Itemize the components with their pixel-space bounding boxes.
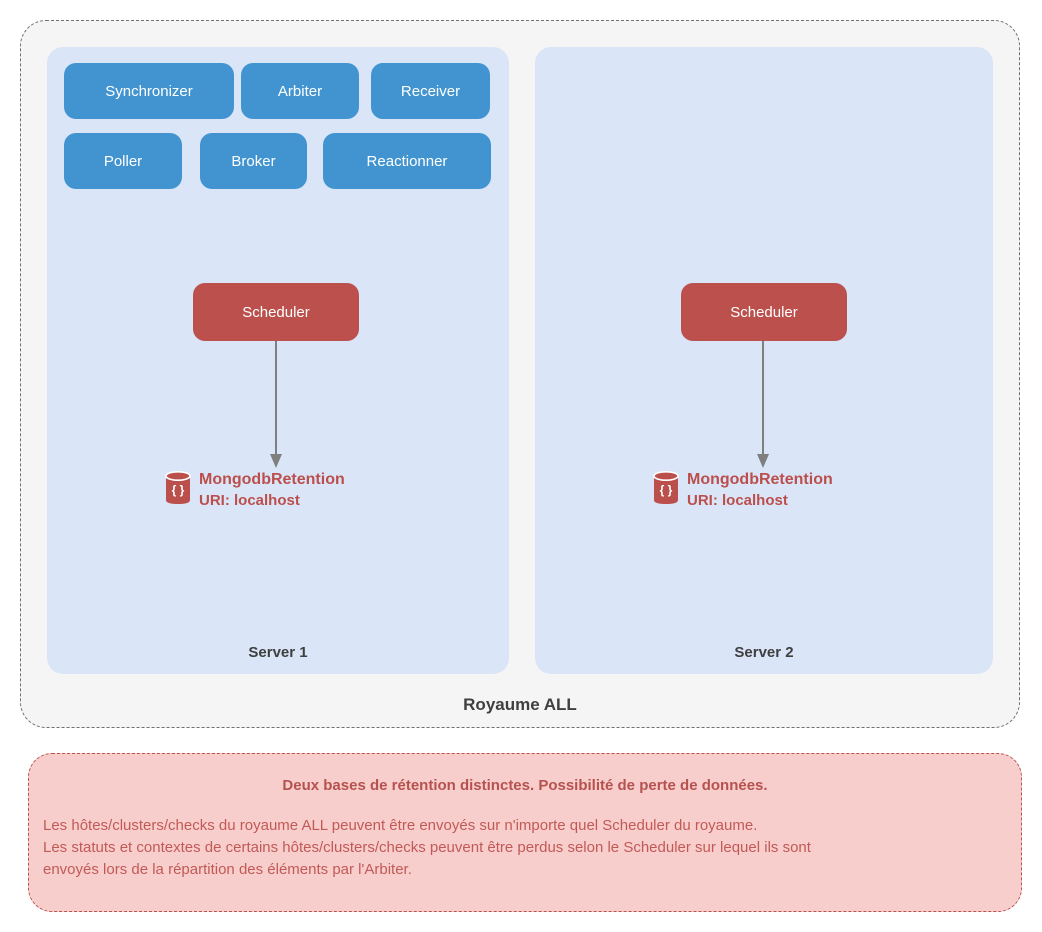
server-1-label: Server 1: [248, 644, 308, 661]
database-uri: URI: localhost: [199, 492, 300, 509]
node-poller: Poller: [64, 133, 182, 189]
arrow-down-icon: [757, 341, 769, 468]
node-scheduler-server1: Scheduler: [193, 283, 359, 341]
warning-body: Les hôtes/clusters/checks du royaume ALL…: [43, 815, 1007, 881]
node-synchronizer-label: Synchronizer: [105, 82, 193, 100]
database-uri: URI: localhost: [687, 492, 788, 509]
warning-title: Deux bases de rétention distinctes. Poss…: [282, 777, 768, 794]
database-label-block: MongodbRetention URI: localhost: [687, 469, 833, 511]
node-reactionner: Reactionner: [323, 133, 491, 189]
node-scheduler-server1-label: Scheduler: [242, 303, 310, 321]
node-reactionner-label: Reactionner: [366, 152, 448, 170]
database-name: MongodbRetention: [687, 471, 833, 488]
warning-body-line: Les statuts et contextes de certains hôt…: [43, 839, 811, 856]
node-receiver-label: Receiver: [400, 82, 461, 100]
database-icon: { }: [653, 471, 679, 504]
server-2-label: Server 2: [734, 644, 794, 661]
royaume-all-container: Synchronizer Arbiter Receiver Poller Bro…: [20, 20, 1020, 728]
node-scheduler-server2: Scheduler: [681, 283, 847, 341]
database-icon: { }: [165, 471, 191, 504]
arrow-down-icon: [270, 341, 282, 468]
warning-body-line: Les hôtes/clusters/checks du royaume ALL…: [43, 817, 758, 834]
node-receiver: Receiver: [371, 63, 490, 119]
server-1-panel: Synchronizer Arbiter Receiver Poller Bro…: [47, 47, 509, 674]
node-scheduler-server2-label: Scheduler: [730, 303, 798, 321]
server-2-panel: Scheduler { } MongodbRetention URI: loca…: [535, 47, 993, 674]
node-broker: Broker: [200, 133, 307, 189]
database-name: MongodbRetention: [199, 471, 345, 488]
node-poller-label: Poller: [103, 152, 143, 170]
node-broker-label: Broker: [231, 152, 276, 170]
svg-text:{ }: { }: [660, 483, 673, 497]
mongodb-retention-server2: { } MongodbRetention URI: localhost: [653, 469, 833, 511]
node-arbiter-label: Arbiter: [277, 82, 323, 100]
svg-text:{ }: { }: [172, 483, 185, 497]
warning-body-line: envoyés lors de la répartition des éléme…: [43, 861, 412, 878]
warning-box: Deux bases de rétention distinctes. Poss…: [28, 753, 1022, 912]
node-arbiter: Arbiter: [241, 63, 359, 119]
mongodb-retention-server1: { } MongodbRetention URI: localhost: [165, 469, 345, 511]
node-synchronizer: Synchronizer: [64, 63, 234, 119]
royaume-all-label: Royaume ALL: [463, 695, 577, 714]
database-label-block: MongodbRetention URI: localhost: [199, 469, 345, 511]
